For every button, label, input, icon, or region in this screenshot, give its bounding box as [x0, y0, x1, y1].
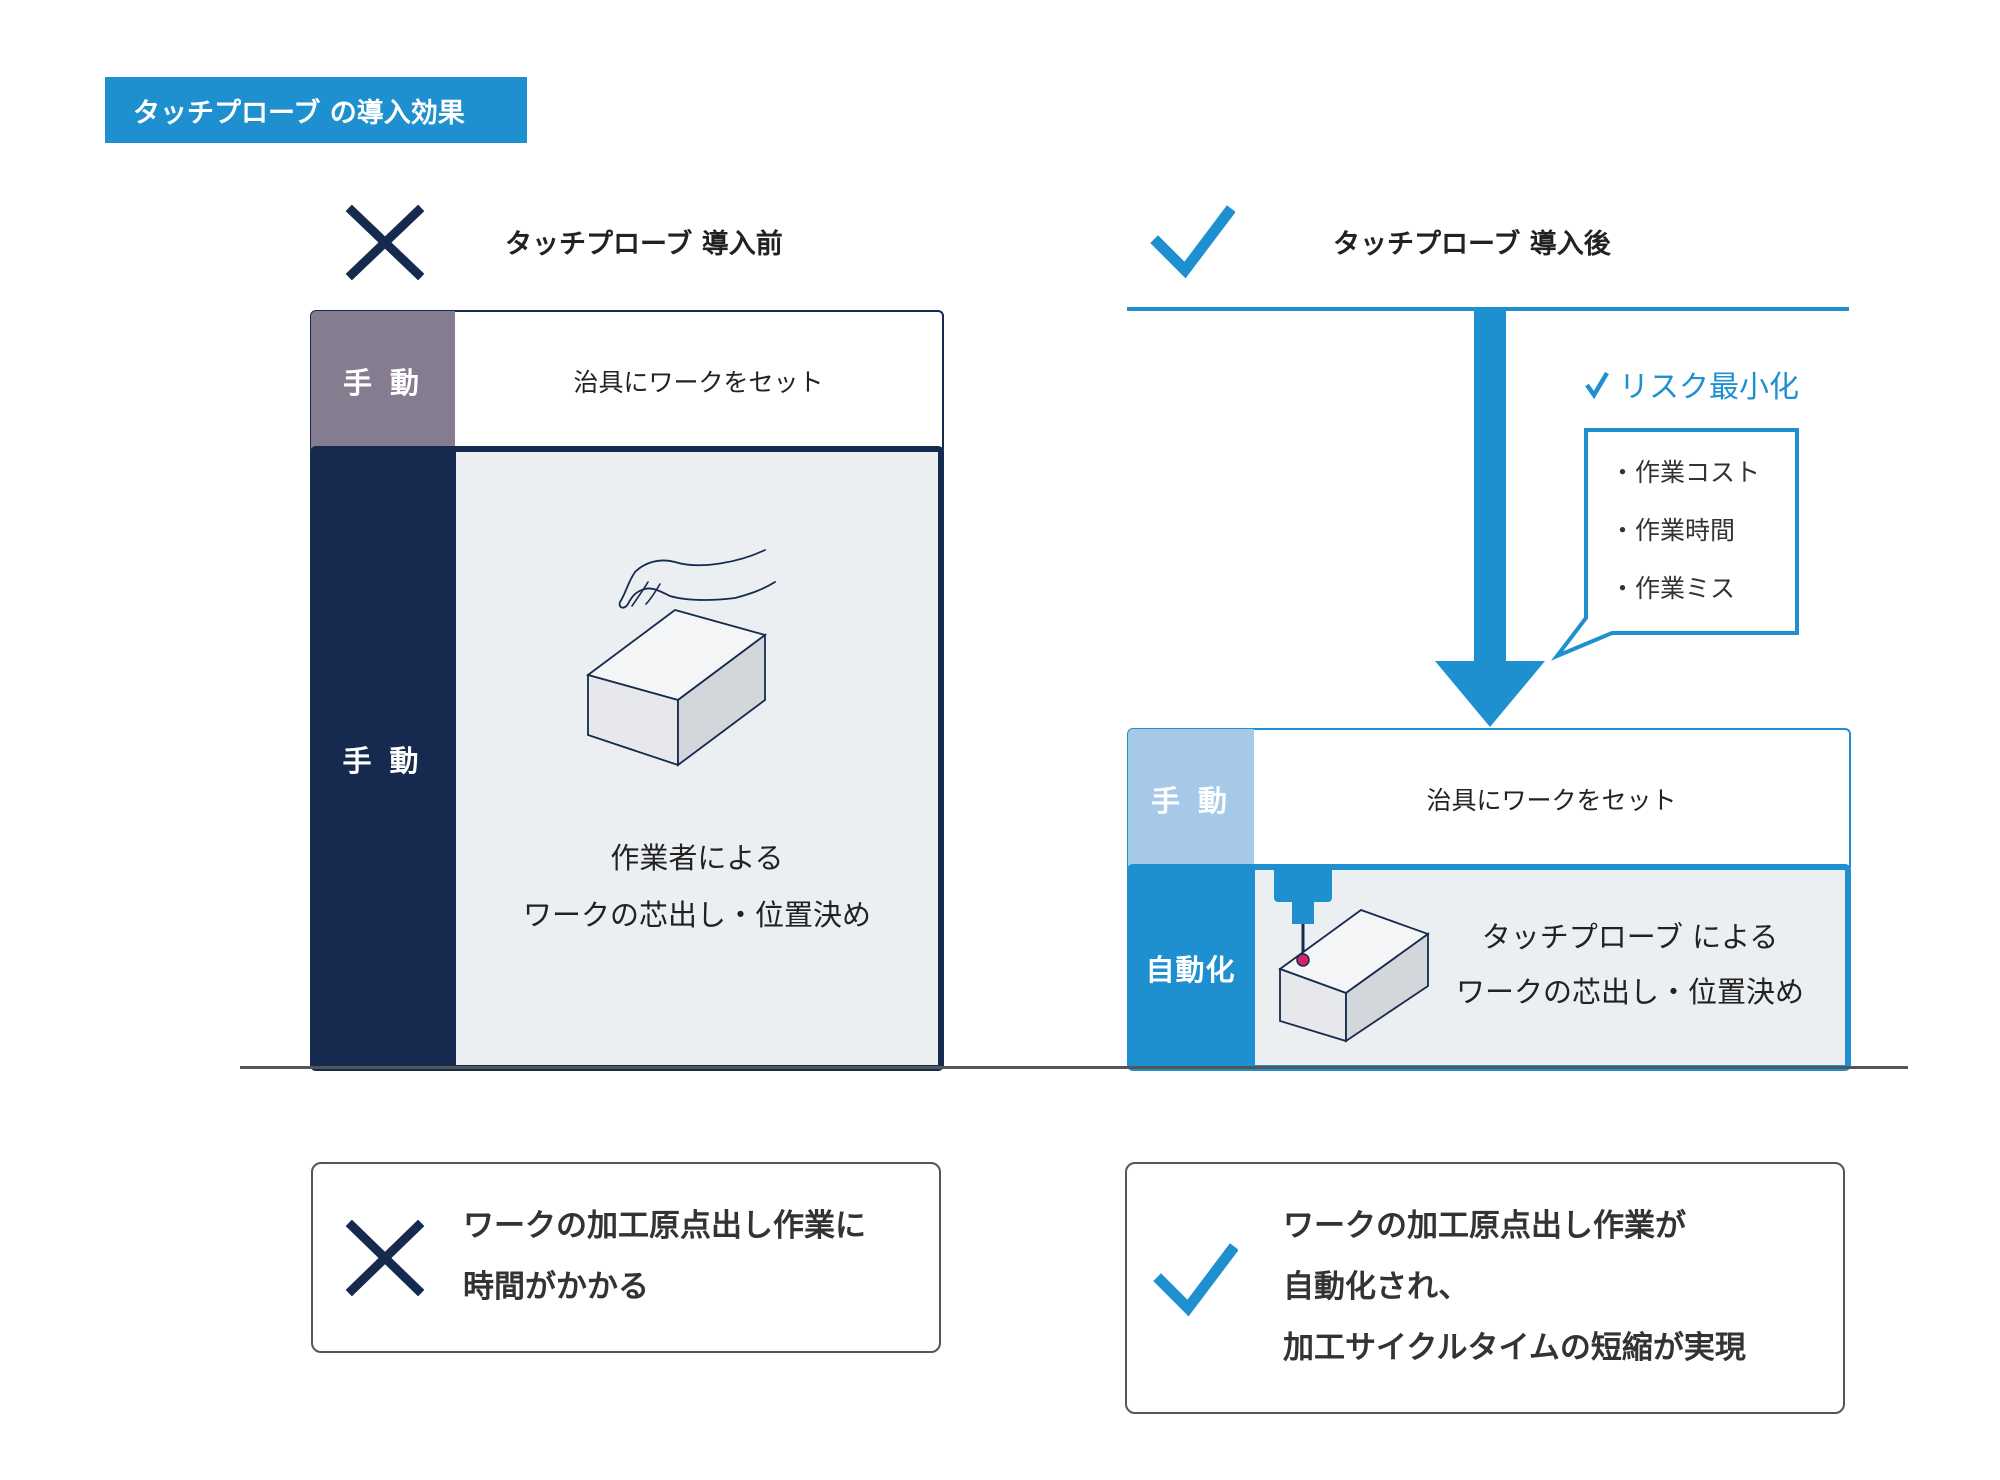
after-step-2-text: タッチプローブ による ワークの芯出し・位置決め	[1440, 910, 1820, 1020]
risk-title-label: リスク最小化	[1619, 370, 1799, 405]
after-step-1-label: 手 動	[1128, 729, 1254, 868]
risk-title: リスク最小化	[1583, 362, 1799, 406]
after-result-line2: 自動化され、	[1283, 1269, 1470, 1305]
after-step-2-text-line1: タッチプローブ による	[1481, 920, 1779, 954]
check-icon	[1150, 205, 1235, 279]
before-step-2-text-line2: ワークの芯出し・位置決め	[522, 898, 871, 932]
title-badge: タッチプローブ の導入効果	[105, 77, 527, 143]
before-step-2-text-line1: 作業者による	[610, 841, 784, 875]
after-result-line3: 加工サイクルタイムの短縮が実現	[1283, 1330, 1746, 1366]
after-result-text: ワークの加工原点出し作業が 自動化され、 加工サイクルタイムの短縮が実現	[1283, 1196, 1746, 1379]
after-step-2-text-line2: ワークの芯出し・位置決め	[1455, 975, 1804, 1009]
down-arrow	[1435, 309, 1545, 727]
risk-list: ・作業コスト ・作業時間 ・作業ミス	[1610, 444, 1760, 618]
risk-item: ・作業時間	[1610, 516, 1736, 545]
probe-box-illustration	[1274, 866, 1430, 1043]
title-badge-label: タッチプローブ の導入効果	[133, 97, 465, 129]
before-heading: タッチプローブ 導入前	[505, 229, 783, 260]
before-result-line1: ワークの加工原点出し作業に	[463, 1208, 866, 1244]
before-step-2-panel	[456, 452, 938, 1065]
before-result-line2: 時間がかかる	[463, 1269, 649, 1305]
before-result-text: ワークの加工原点出し作業に 時間がかかる	[463, 1196, 866, 1318]
risk-bubble	[1550, 428, 1799, 661]
before-step-2-label: 手 動	[342, 743, 423, 778]
before-step-1-label: 手 動	[311, 311, 455, 450]
before-result-card	[311, 1162, 941, 1353]
hand-box-illustration	[585, 549, 776, 767]
risk-item: ・作業ミス	[1610, 574, 1736, 603]
after-result-line1: ワークの加工原点出し作業が	[1283, 1208, 1686, 1244]
before-step-2-text: 作業者による ワークの芯出し・位置決め	[456, 830, 938, 944]
before-step-1-text: 治具にワークをセット	[573, 367, 824, 397]
small-check-icon	[1585, 371, 1609, 399]
check-icon	[1153, 1243, 1238, 1317]
after-step-1-text: 治具にワークをセット	[1426, 785, 1677, 815]
cross-icon	[345, 1220, 425, 1296]
after-heading: タッチプローブ 導入後	[1333, 229, 1611, 260]
cross-icon	[345, 205, 425, 280]
after-step-2-label: 自動化	[1145, 952, 1236, 987]
risk-item: ・作業コスト	[1610, 458, 1761, 487]
after-result-card	[1125, 1162, 1845, 1414]
baseline	[240, 1066, 1908, 1069]
